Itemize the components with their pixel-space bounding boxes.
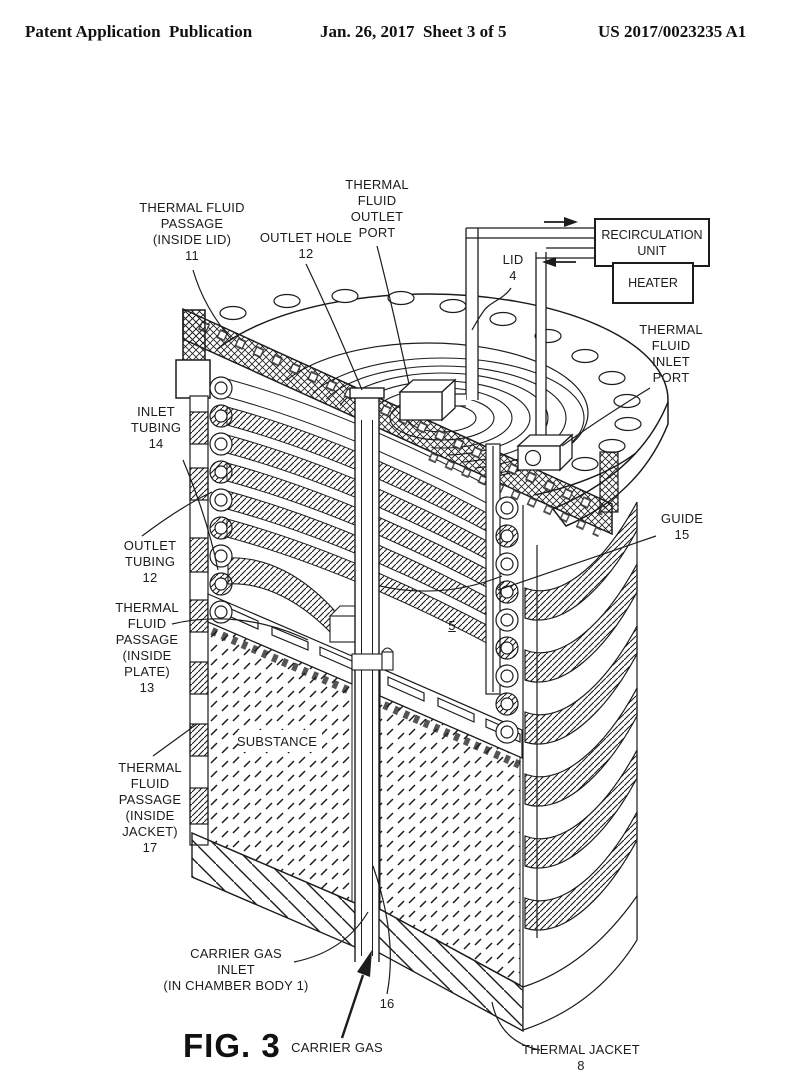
label-thermal-fluid-passage-lid: THERMAL FLUID PASSAGE (INSIDE LID) 11: [139, 200, 245, 263]
header-patent-number: US 2017/0023235 A1: [598, 22, 747, 41]
header-date-sheet: Jan. 26, 2017 Sheet 3 of 5: [320, 22, 507, 41]
label-chamber-ref-5: 5: [448, 618, 456, 633]
label-carrier-gas: CARRIER GAS: [291, 1040, 383, 1055]
thermal-fluid-outlet-port: [398, 378, 457, 422]
label-guide: GUIDE 15: [660, 511, 704, 542]
label-lid: LID 4: [502, 252, 524, 283]
inlet-outlet-tubing-sections: [209, 376, 519, 744]
thermal-jacket-exterior: [522, 501, 638, 1031]
heater-box: HEATER: [612, 262, 694, 304]
thermal-fluid-inlet-port: [516, 433, 574, 472]
recirculation-unit-box: RECIRCULATION UNIT: [594, 218, 710, 267]
label-thermal-jacket: THERMAL JACKET 8: [522, 1042, 640, 1073]
label-outlet-tubing: OUTLET TUBING 12: [123, 538, 177, 585]
thermal-fluid-piping: [398, 217, 594, 472]
label-thermal-fluid-passage-plate: THERMAL FLUID PASSAGE (INSIDE PLATE) 13: [115, 600, 179, 695]
carrier-gas-arrow: [340, 950, 372, 1039]
header-publication: Patent Application Publication: [25, 22, 253, 41]
label-substance: SUBSTANCE: [236, 734, 318, 749]
label-carrier-gas-inlet: CARRIER GAS INLET (IN CHAMBER BODY 1): [163, 946, 309, 993]
flow-arrow-to-unit: [544, 217, 578, 227]
label-thermal-fluid-inlet-port: THERMAL FLUID INLET PORT: [639, 322, 703, 385]
substance-fill: [207, 621, 521, 986]
flow-arrow-from-unit: [542, 257, 576, 267]
label-thermal-fluid-passage-jacket: THERMAL FLUID PASSAGE (INSIDE JACKET) 17: [118, 760, 182, 855]
label-tube-ref-16: 16: [379, 996, 395, 1011]
label-inlet-tubing: INLET TUBING 14: [130, 404, 182, 451]
chamber-base: [191, 831, 524, 1033]
figure-caption: FIG. 3: [183, 1027, 281, 1064]
carrier-gas-tube: [349, 387, 394, 962]
leader-lines: [141, 245, 657, 1051]
label-thermal-fluid-outlet-port: THERMAL FLUID OUTLET PORT: [345, 177, 409, 240]
label-outlet-hole: OUTLET HOLE 12: [259, 230, 353, 261]
